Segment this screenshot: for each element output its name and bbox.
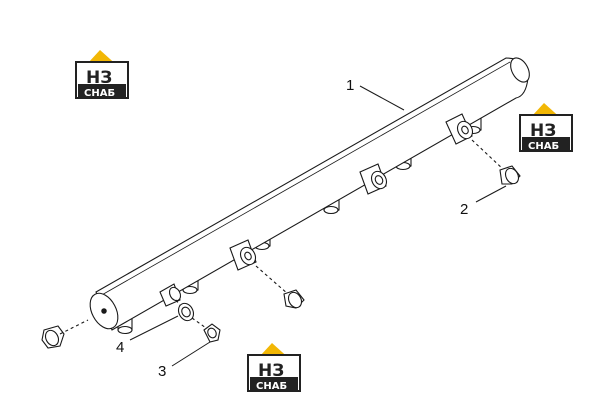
leader-line: [171, 341, 211, 367]
rail-end-bolt: [41, 319, 89, 349]
leader-line: [475, 185, 507, 203]
callout-2: 2: [460, 185, 507, 218]
rail-boss-2: [229, 239, 257, 271]
rail-boss-1: [159, 283, 182, 307]
watermark-logo: НЗ СНАБ: [247, 343, 301, 392]
callout-number: 4: [116, 339, 124, 356]
plug-part-2-middle: [255, 265, 305, 309]
logo-band: [250, 377, 298, 391]
rail-boss-3: [359, 163, 388, 195]
callout-3: 3: [158, 341, 211, 380]
rail-tube-body: [95, 57, 529, 331]
callout-4: 4: [116, 315, 179, 356]
callout-number: 3: [158, 363, 166, 380]
logo-name: СНАБ: [528, 141, 559, 152]
watermark-logo: НЗ СНАБ: [519, 103, 573, 152]
screw-part-3: [191, 317, 221, 343]
seal-ring-part-4: [175, 299, 195, 322]
logo-mark: НЗ: [530, 121, 556, 141]
callout-1: 1: [346, 77, 405, 111]
logo-mark: НЗ: [86, 68, 112, 88]
logo-mark: НЗ: [258, 361, 284, 381]
logo-name: СНАБ: [84, 88, 115, 99]
logo-band: [522, 137, 570, 151]
logo-name: СНАБ: [256, 381, 287, 392]
watermark-logo: НЗ СНАБ: [75, 50, 129, 99]
logo-band: [78, 84, 126, 98]
rail-end-cap-right: [510, 57, 530, 83]
fuel-rail: [41, 57, 530, 349]
rail-boss-4: [445, 113, 474, 145]
leader-line: [359, 85, 405, 111]
leader-line: [129, 315, 179, 341]
plug-part-2-right: [471, 139, 521, 185]
callout-number: 2: [460, 201, 468, 218]
callout-number: 1: [346, 77, 354, 94]
